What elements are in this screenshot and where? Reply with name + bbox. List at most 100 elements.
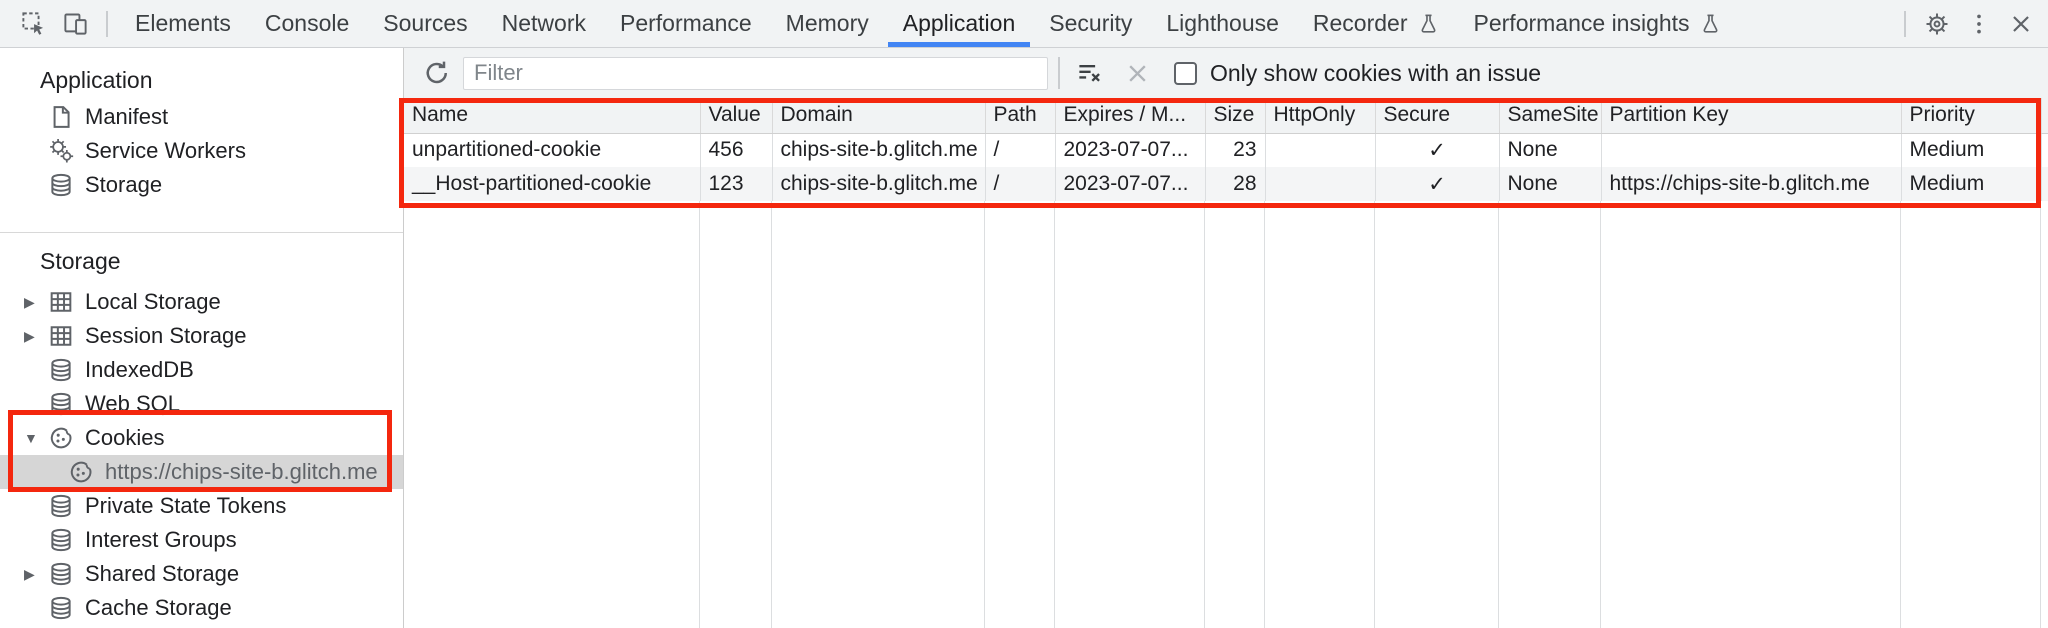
sidebar-item-interest-groups[interactable]: Interest Groups (0, 523, 403, 557)
sidebar-item-label: https://chips-site-b.glitch.me (105, 459, 378, 484)
sidebar-item-label: Service Workers (85, 138, 246, 163)
cell-name: __Host-partitioned-cookie (404, 167, 701, 201)
cell-partition-key (1601, 133, 1902, 167)
column-header-httponly[interactable]: HttpOnly (1265, 98, 1376, 134)
column-header-path[interactable]: Path (985, 98, 1056, 134)
tab-label: Performance insights (1473, 10, 1690, 36)
tab-recorder[interactable]: Recorder (1296, 0, 1457, 47)
expander-collapsed-icon[interactable]: ▶ (24, 327, 35, 344)
cell-partition-key: https://chips-site-b.glitch.me (1601, 167, 1902, 201)
sidebar-item-shared-storage[interactable]: ▶ Shared Storage (0, 557, 403, 591)
more-menu-icon[interactable] (1958, 0, 2000, 47)
tab-performance[interactable]: Performance (603, 0, 769, 47)
tab-label: Application (902, 10, 1016, 36)
divider (1058, 57, 1060, 89)
sidebar-item-label: Cookies (85, 425, 165, 450)
devtools-content: Application Manifest Service Workers Sto… (0, 48, 2048, 628)
tab-network[interactable]: Network (485, 0, 603, 47)
sidebar-item-label: Cache Storage (85, 595, 232, 620)
cookie-row-host-partitioned[interactable]: __Host-partitioned-cookie 123 chips-site… (404, 167, 2048, 201)
column-header-priority[interactable]: Priority (1901, 98, 2042, 134)
sidebar-item-session-storage[interactable]: ▶ Session Storage (0, 319, 403, 353)
tab-lighthouse[interactable]: Lighthouse (1149, 0, 1296, 47)
cell-value: 123 (700, 167, 773, 201)
clear-all-icon[interactable] (1118, 54, 1156, 92)
cookies-panel: Only show cookies with an issue (399, 48, 2048, 628)
cell-priority: Medium (1901, 167, 2042, 201)
column-header-name[interactable]: Name (404, 98, 701, 134)
tab-console[interactable]: Console (248, 0, 366, 47)
column-header-value[interactable]: Value (700, 98, 773, 134)
column-header-expires[interactable]: Expires / M... (1055, 98, 1206, 134)
grid-icon (46, 321, 76, 351)
tab-sources[interactable]: Sources (366, 0, 484, 47)
cell-secure: ✓ (1375, 133, 1500, 167)
column-header-samesite[interactable]: SameSite (1499, 98, 1602, 134)
tab-elements[interactable]: Elements (118, 0, 248, 47)
only-issue-label: Only show cookies with an issue (1210, 59, 1542, 86)
tab-memory[interactable]: Memory (769, 0, 886, 47)
column-header-domain[interactable]: Domain (772, 98, 986, 134)
column-header-size[interactable]: Size (1205, 98, 1266, 134)
sidebar-item-label: Local Storage (85, 289, 221, 314)
sidebar-item-cache-storage[interactable]: Cache Storage (0, 591, 403, 625)
cell-expires: 2023-07-07... (1055, 167, 1206, 201)
tab-label: Memory (785, 10, 869, 36)
tab-label: Sources (383, 10, 468, 36)
expander-collapsed-icon[interactable]: ▶ (24, 293, 35, 310)
tab-label: Security (1049, 10, 1133, 36)
sidebar-item-service-workers[interactable]: Service Workers (0, 134, 403, 168)
devtools-tabbar: Elements Console Sources Network Perform… (0, 0, 2048, 48)
settings-gear-icon[interactable] (1916, 0, 1958, 47)
section-title: Application (40, 67, 153, 93)
sidebar-section-application: Application Manifest Service Workers Sto… (0, 48, 403, 233)
filter-input[interactable] (463, 56, 1048, 90)
cell-expires: 2023-07-07... (1055, 133, 1206, 167)
sidebar-item-local-storage[interactable]: ▶ Local Storage (0, 285, 403, 319)
sidebar-item-cookies[interactable]: ▼ Cookies (0, 421, 403, 455)
cookie-row-unpartitioned[interactable]: unpartitioned-cookie 456 chips-site-b.gl… (404, 133, 2048, 167)
column-header-secure[interactable]: Secure (1375, 98, 1500, 134)
tab-application[interactable]: Application (886, 0, 1033, 47)
sidebar-item-label: Storage (85, 172, 163, 197)
gears-icon (46, 136, 76, 166)
database-icon (46, 355, 76, 385)
sidebar-item-private-state-tokens[interactable]: Private State Tokens (0, 489, 403, 523)
database-icon (46, 389, 76, 419)
cell-value: 456 (700, 133, 773, 167)
divider (106, 10, 108, 37)
cell-secure: ✓ (1375, 167, 1500, 201)
tab-security[interactable]: Security (1032, 0, 1149, 47)
cell-samesite: None (1499, 133, 1602, 167)
cell-filler (2041, 167, 2048, 201)
device-toolbar-icon[interactable] (54, 0, 96, 47)
inspect-element-icon[interactable] (12, 0, 54, 47)
sidebar-item-indexeddb[interactable]: IndexedDB (0, 353, 403, 387)
sidebar-item-label: Manifest (85, 104, 169, 129)
only-issue-checkbox[interactable] (1174, 61, 1197, 85)
grid-icon (46, 287, 76, 317)
cell-path: / (985, 167, 1056, 201)
sidebar-item-manifest[interactable]: Manifest (0, 100, 403, 134)
cell-httponly (1265, 167, 1376, 201)
sidebar-item-web-sql[interactable]: Web SQL (0, 387, 403, 421)
cell-name: unpartitioned-cookie (404, 133, 701, 167)
cell-httponly (1265, 133, 1376, 167)
cookies-grid: Name Value Domain Path Expires / M... Si… (399, 98, 2048, 628)
sidebar-item-label: Private State Tokens (85, 493, 287, 518)
clear-filter-icon[interactable] (1070, 54, 1108, 92)
refresh-icon[interactable] (420, 56, 454, 90)
tab-performance-insights[interactable]: Performance insights (1457, 0, 1739, 47)
expander-collapsed-icon[interactable]: ▶ (24, 565, 35, 582)
sidebar-item-cookies-origin[interactable]: https://chips-site-b.glitch.me (0, 455, 403, 489)
tabbar-right-controls (1894, 0, 2048, 47)
cookie-icon (66, 457, 96, 487)
column-header-partition-key[interactable]: Partition Key (1601, 98, 1902, 134)
close-icon[interactable] (2000, 0, 2042, 47)
expander-expanded-icon[interactable]: ▼ (24, 430, 38, 446)
tab-label: Performance (620, 10, 752, 36)
cell-filler (2041, 133, 2048, 167)
database-icon (46, 170, 76, 200)
cookies-table: Name Value Domain Path Expires / M... Si… (404, 98, 2048, 201)
sidebar-item-storage[interactable]: Storage (0, 168, 403, 202)
